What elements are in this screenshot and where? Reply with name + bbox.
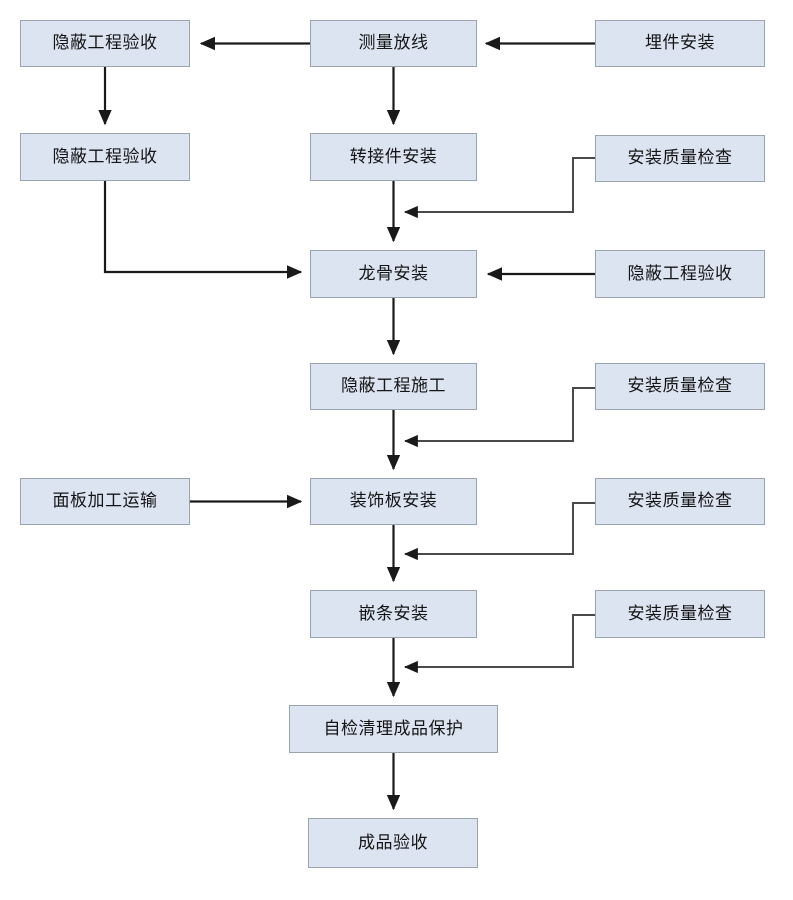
node-anzhuang-zhiliang-jiancha-row6[interactable]: 安装质量检查: [595, 590, 765, 638]
node-maijian-anzhuang[interactable]: 埋件安装: [595, 20, 765, 67]
node-anzhuang-zhiliang-jiancha-row5[interactable]: 安装质量检查: [595, 478, 765, 525]
edge-zhiliang-row6-to-zijian-link: [403, 614, 595, 674]
node-label: 装饰板安装: [349, 491, 438, 511]
node-yinbi-gongcheng-yanshou-row2[interactable]: 隐蔽工程验收: [20, 133, 190, 181]
node-label: 安装质量检查: [627, 491, 733, 511]
node-label: 隐蔽工程验收: [627, 263, 733, 284]
node-qiantiao-anzhuang[interactable]: 嵌条安装: [310, 590, 477, 638]
node-label: 面板加工运输: [52, 491, 158, 511]
node-label: 埋件安装: [645, 33, 715, 53]
node-label: 成品验收: [358, 832, 428, 853]
node-yinbi-gongcheng-yanshou-right[interactable]: 隐蔽工程验收: [595, 250, 765, 298]
edge-zhiliang-row4-to-zhuangshiban-link: [403, 387, 595, 448]
node-zhuangshiban-anzhuang[interactable]: 装饰板安装: [310, 478, 477, 525]
node-label: 测量放线: [358, 33, 429, 53]
node-anzhuang-zhiliang-jiancha-row4[interactable]: 安装质量检查: [595, 363, 765, 410]
node-label: 隐蔽工程验收: [52, 33, 158, 53]
node-label: 隐蔽工程验收: [52, 146, 158, 167]
node-zijian-qingli-chengpin-baohu[interactable]: 自检清理成品保护: [289, 705, 498, 753]
node-anzhuang-zhiliang-jiancha-row2[interactable]: 安装质量检查: [595, 135, 765, 182]
edge-zhiliang-row2-to-longgu-link: [403, 157, 595, 219]
node-label: 嵌条安装: [358, 603, 429, 624]
node-yinbi-gongcheng-yanshou-top[interactable]: 隐蔽工程验收: [20, 20, 190, 67]
node-zhuanjiejian-anzhuang[interactable]: 转接件安装: [310, 133, 477, 181]
node-label: 自检清理成品保护: [323, 718, 464, 739]
node-yinbi-gongcheng-shigong[interactable]: 隐蔽工程施工: [310, 363, 477, 410]
node-celiang-fangxian[interactable]: 测量放线: [310, 20, 477, 67]
node-label: 安装质量检查: [627, 603, 733, 624]
node-longgu-anzhuang[interactable]: 龙骨安装: [310, 250, 477, 298]
edge-yinbi-row2-to-longgu: [103, 181, 303, 279]
node-label: 安装质量检查: [627, 148, 733, 168]
node-label: 转接件安装: [349, 146, 438, 167]
node-label: 隐蔽工程施工: [341, 376, 446, 396]
edge-zhiliang-row5-to-qiantiao-link: [403, 502, 595, 561]
node-chengpin-yanshou[interactable]: 成品验收: [308, 818, 478, 868]
node-label: 龙骨安装: [358, 263, 429, 284]
node-label: 安装质量检查: [627, 376, 733, 396]
node-mianban-jiagong-yunshu[interactable]: 面板加工运输: [20, 478, 190, 525]
